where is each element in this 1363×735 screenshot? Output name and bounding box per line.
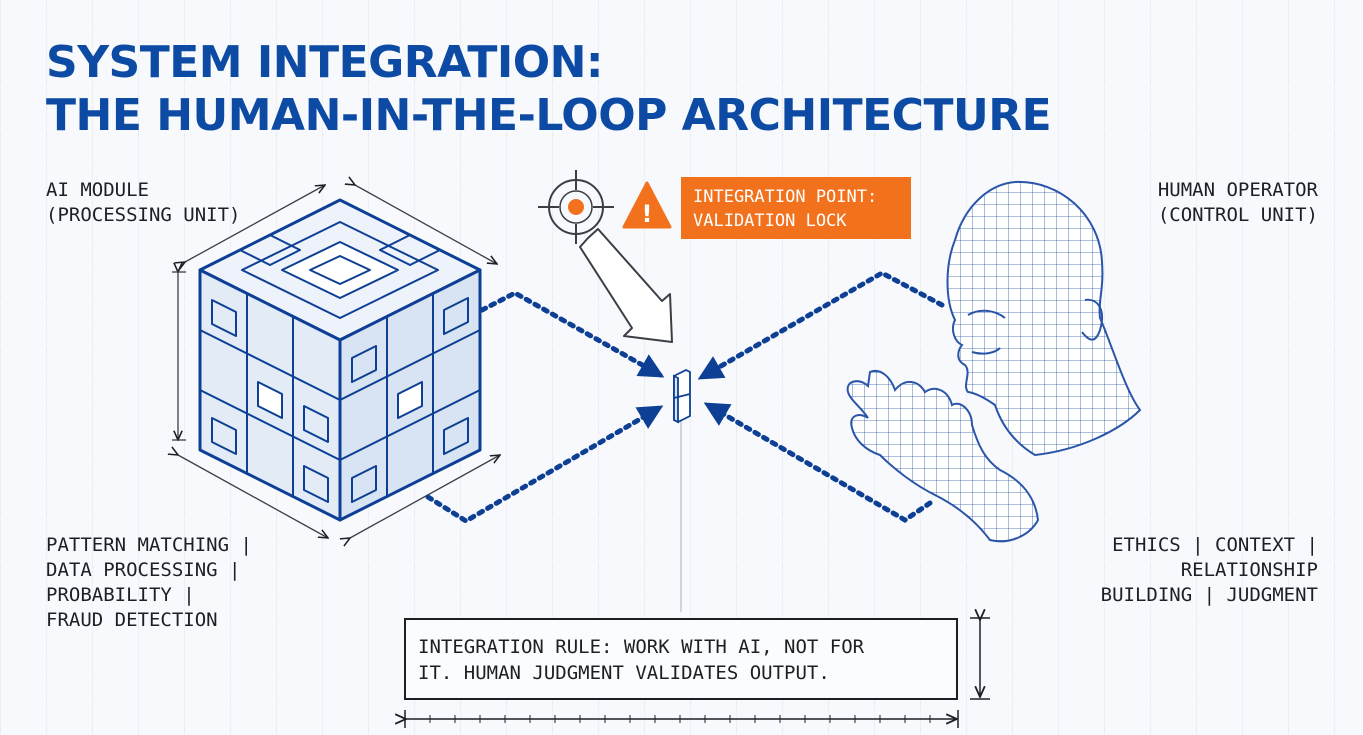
integration-rule-box: INTEGRATION RULE: WORK WITH AI, NOT FOR … (404, 618, 958, 700)
ai-cube-icon (198, 198, 482, 522)
integration-point-callout: INTEGRATION POINT: VALIDATION LOCK (681, 177, 911, 239)
page-title: SYSTEM INTEGRATION: THE HUMAN-IN-THE-LOO… (46, 36, 1052, 142)
human-operator-label: HUMAN OPERATOR (CONTROL UNIT) (1158, 178, 1318, 228)
rule-dimension-lines (405, 618, 990, 728)
validation-lock-icon (673, 368, 691, 424)
ai-capability-item: PROBABILITY | (46, 584, 195, 606)
integration-rule-line-1: INTEGRATION RULE: WORK WITH AI, NOT FOR (418, 636, 865, 658)
human-head-icon (946, 180, 1142, 457)
human-capability-item: RELATIONSHIP (1180, 559, 1318, 581)
ai-module-title: AI MODULE (46, 179, 149, 201)
integration-point-subtitle: VALIDATION LOCK (693, 211, 847, 231)
pointer-arrow-icon (579, 228, 673, 343)
target-reticle-icon (538, 170, 614, 244)
human-operator-title: HUMAN OPERATOR (1157, 179, 1318, 201)
human-capability-item: ETHICS | CONTEXT | (1112, 534, 1318, 556)
ai-to-integration-connectors (425, 290, 665, 524)
title-line-1: SYSTEM INTEGRATION: (46, 37, 604, 88)
integration-point-title: INTEGRATION POINT: (693, 187, 878, 207)
title-line-2: THE HUMAN-IN-THE-LOOP ARCHITECTURE (46, 90, 1052, 141)
warning-icon-glyph: ! (642, 200, 653, 228)
ai-capability-item: PATTERN MATCHING | (46, 534, 252, 556)
ai-capability-item: DATA PROCESSING | (46, 559, 241, 581)
integration-rule-line-2: IT. HUMAN JUDGMENT VALIDATES OUTPUT. (418, 662, 830, 684)
human-operator-subtitle: (CONTROL UNIT) (1157, 204, 1318, 226)
warning-icon: ! (622, 181, 672, 229)
human-capabilities-list: ETHICS | CONTEXT | RELATIONSHIP BUILDING… (1101, 533, 1318, 608)
ai-capability-item: FRAUD DETECTION (46, 609, 218, 631)
human-capability-item: BUILDING | JUDGMENT (1100, 584, 1318, 606)
human-hand-icon (846, 370, 1040, 543)
ai-capabilities-list: PATTERN MATCHING | DATA PROCESSING | PRO… (46, 533, 252, 633)
cube-dimension-lines (172, 185, 500, 538)
human-to-integration-connectors (697, 270, 945, 523)
